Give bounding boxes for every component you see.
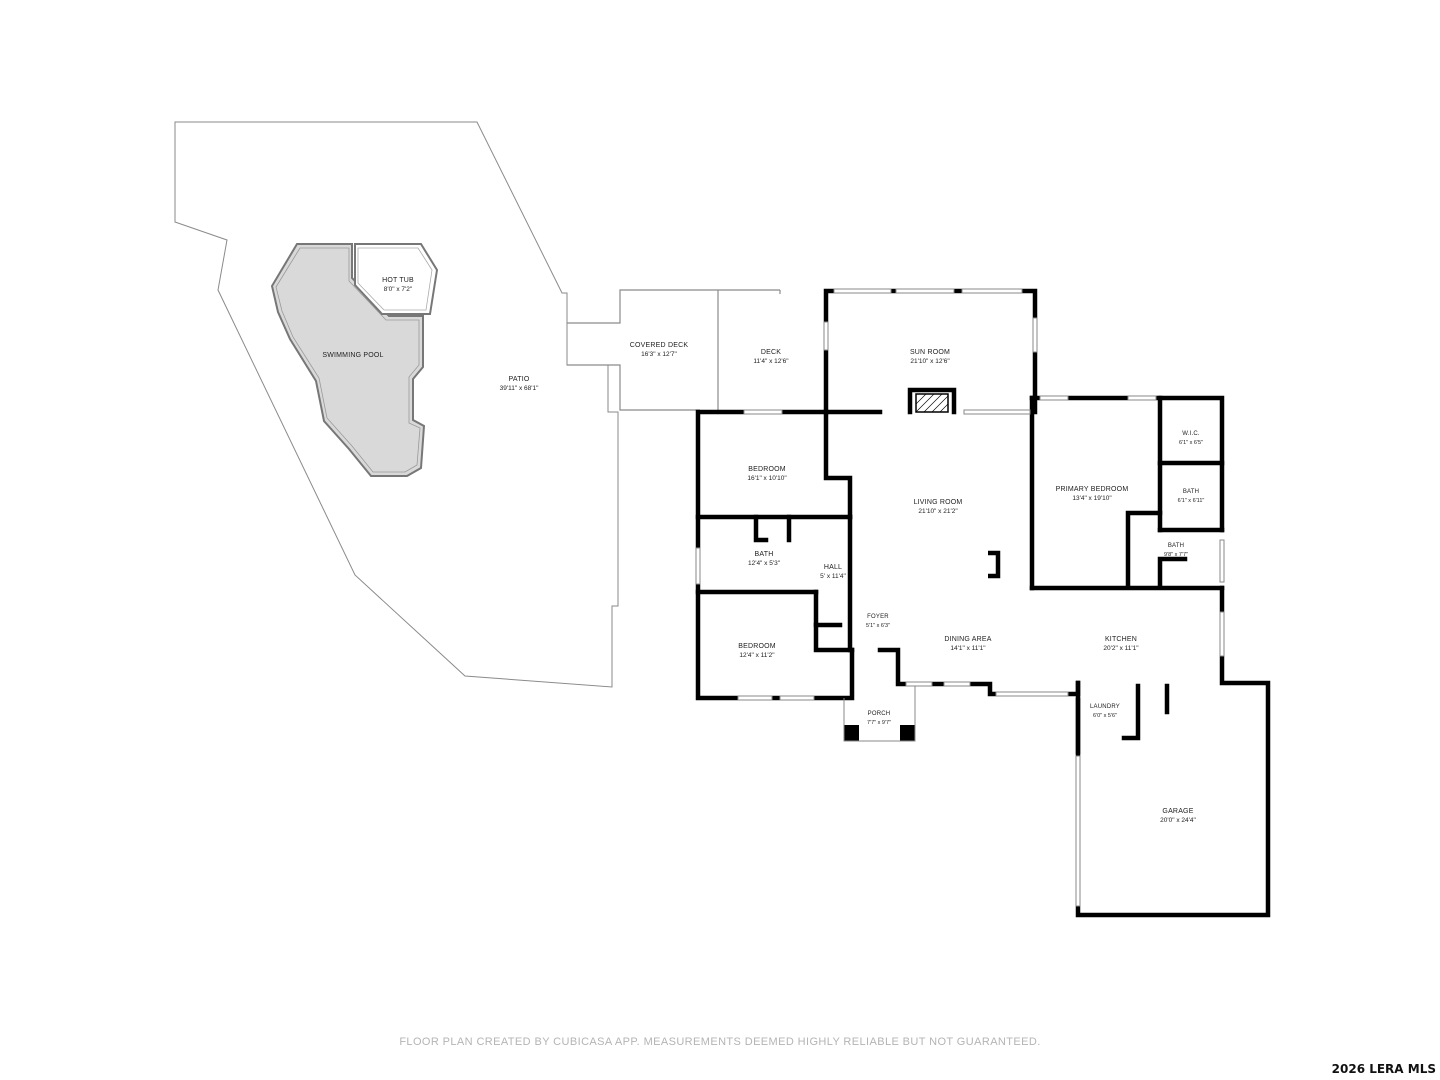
room-dims-hall: 5' x 11'4" [820,573,846,580]
porch-post-right [900,725,915,741]
room-dims-living-room: 21'10" x 21'2" [918,508,958,515]
room-dims-bath-primary: 6'1" x 6'11" [1178,498,1205,504]
windows [695,288,1225,907]
room-dims-deck: 11'4" x 12'6" [753,358,789,365]
room-label-hot-tub: HOT TUB [382,277,414,284]
porch-outline [843,684,916,742]
room-dims-bedroom-lower: 12'4" x 11'2" [739,652,775,659]
room-dims-bath-small: 9'8" x 7'7" [1164,552,1188,558]
fireplace-hatch [915,393,949,413]
room-label-kitchen: KITCHEN [1105,636,1137,643]
room-label-bath-small: BATH [1168,543,1184,549]
mls-watermark: 2026 LERA MLS [1331,1062,1436,1076]
swimming-pool-shape [270,243,426,477]
hot-tub-inner-edge [357,247,433,311]
room-label-porch: PORCH [868,711,891,717]
room-dims-garage: 20'0" x 24'4" [1160,817,1196,824]
living-room-column [988,550,1001,579]
room-dims-bedroom-upper: 16'1" x 10'10" [747,475,787,482]
porch-post-left [844,725,859,741]
room-dims-covered-deck: 16'3" x 12'7" [641,351,677,358]
room-dims-bath-hall: 12'4" x 5'3" [748,560,781,567]
room-label-wic: W.I.C. [1182,431,1200,437]
room-labels: PATIO 39'11" x 68'1" SWIMMING POOL HOT TUB 8… [322,277,1204,824]
room-label-covered-deck: COVERED DECK [630,342,689,349]
room-label-primary-bedroom: PRIMARY BEDROOM [1056,486,1129,493]
room-label-foyer: FOYER [867,614,889,620]
room-label-bath-primary: BATH [1183,489,1199,495]
patio-outline [174,121,619,688]
swimming-pool-inner-edge [275,247,421,473]
hot-tub-shape [354,243,439,315]
room-dims-patio: 39'11" x 68'1" [500,385,539,392]
room-label-bedroom-upper: BEDROOM [748,466,786,473]
room-dims-primary-bedroom: 13'4" x 19'10" [1072,495,1112,502]
room-label-sun-room: SUN ROOM [910,349,950,356]
fireplace [915,393,949,413]
footer-disclaimer: FLOOR PLAN CREATED BY CUBICASA APP. MEAS… [399,1036,1041,1048]
room-label-bath-hall: BATH [755,551,774,558]
room-label-laundry: LAUNDRY [1090,704,1120,710]
room-dims-kitchen: 20'2" x 11'1" [1103,645,1139,652]
room-dims-wic: 6'1" x 6'5" [1179,440,1203,446]
room-dims-porch: 7'7" x 9'7" [867,720,891,726]
room-dims-foyer: 5'1" x 6'3" [866,623,890,629]
room-label-hall: HALL [824,564,842,571]
room-dims-hot-tub: 8'0" x 7'2" [384,286,413,293]
room-label-garage: GARAGE [1162,808,1193,815]
deck-outlines [567,289,781,411]
room-dims-laundry: 6'0" x 5'6" [1093,713,1117,719]
room-label-deck: DECK [761,349,781,356]
room-dims-dining-area: 14'1" x 11'1" [950,645,986,652]
room-label-living-room: LIVING ROOM [914,499,963,506]
room-label-dining-area: DINING AREA [944,636,991,643]
room-label-swimming-pool: SWIMMING POOL [322,352,383,359]
room-label-bedroom-lower: BEDROOM [738,643,776,650]
room-dims-sun-room: 21'10" x 12'6" [910,358,950,365]
room-label-patio: PATIO [509,376,530,383]
